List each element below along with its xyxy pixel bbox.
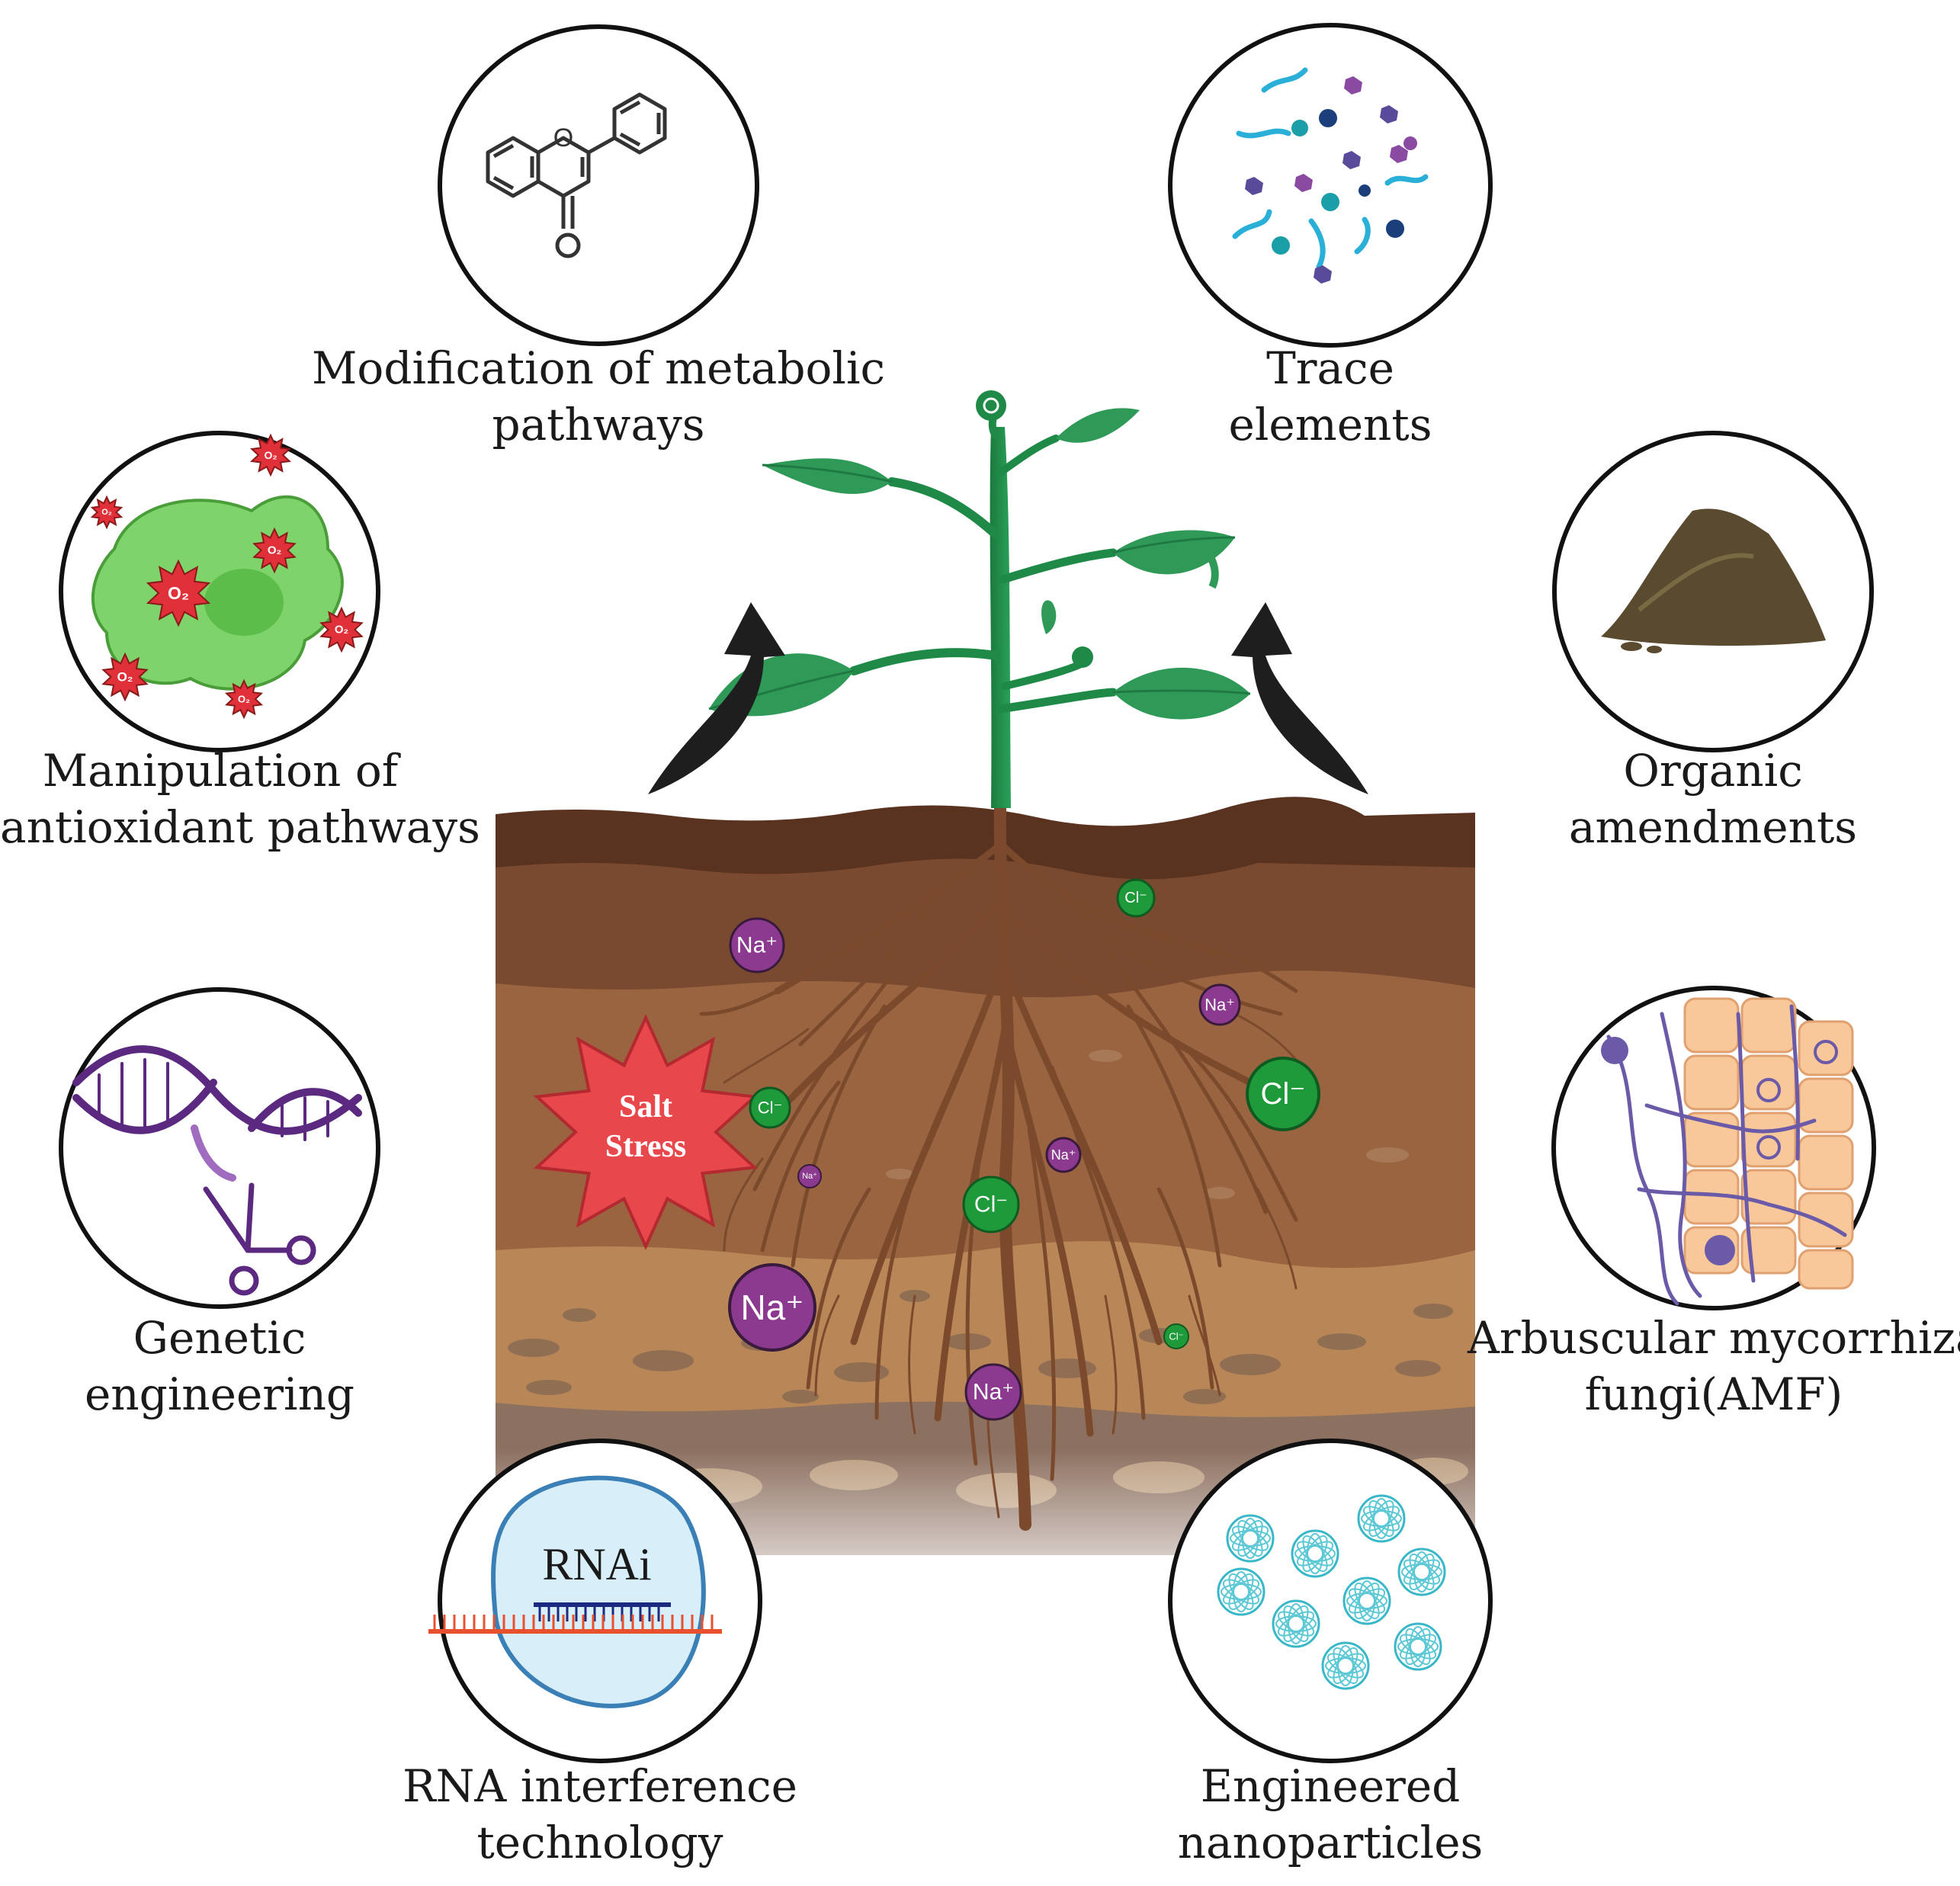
svg-text:Cl⁻: Cl⁻ [1124, 890, 1147, 906]
salt-stress-line2: Stress [605, 1129, 687, 1164]
dna-helix-icon [72, 1045, 362, 1141]
ros-badge-label: O₂ [268, 544, 281, 557]
scissors-icon [203, 1182, 316, 1296]
ros-badge-icon [319, 606, 364, 653]
cl-ion: Cl⁻ [1163, 1323, 1189, 1349]
nanoparticle-icon [1226, 1514, 1275, 1563]
flavone-structure-icon [486, 92, 667, 258]
nanoparticle-clusters-icon [1217, 1494, 1446, 1690]
svg-text:Na⁺: Na⁺ [740, 1288, 804, 1327]
label-trace: Trace elements [1228, 342, 1432, 451]
oxygen-atom-label: O [553, 123, 573, 152]
label-organic: Organic amendments [1568, 745, 1858, 853]
nanoparticle-icon [1394, 1622, 1442, 1671]
svg-text:Na⁺: Na⁺ [1205, 996, 1235, 1015]
trace-element-particles-icon [1232, 67, 1429, 284]
svg-text:Cl⁻: Cl⁻ [974, 1192, 1008, 1217]
svg-text:Na⁺: Na⁺ [802, 1172, 817, 1181]
ions: Na⁺ Na⁺ Na⁺ Na⁺ Na⁺ Na⁺ Cl⁻ Cl⁻ Cl⁻ Cl⁻ … [728, 878, 1320, 1421]
nanoparticle-icon [1217, 1567, 1265, 1616]
cl-ion: Cl⁻ [1246, 1057, 1320, 1131]
label-amf: Arbuscular mycorrhizal fungi(AMF) [1468, 1312, 1960, 1420]
organic-circle [1552, 431, 1874, 752]
ros-badge-icon [250, 433, 291, 477]
na-ion: Na⁺ [964, 1363, 1022, 1421]
ros-badge-label: O₂ [117, 670, 133, 685]
ros-badge-icon [90, 495, 124, 530]
nanoparticle-icon [1357, 1494, 1406, 1543]
label-nano: Engineered nanoparticles [1177, 1760, 1484, 1868]
leaf-mid-right [1113, 530, 1235, 575]
nanoparticle-icon [1291, 1529, 1339, 1578]
antioxidant-circle: O₂ O₂ O₂ O₂ O₂ O₂ O₂ [59, 431, 380, 752]
leaf-upper-right [1056, 408, 1140, 443]
svg-text:Cl⁻: Cl⁻ [758, 1099, 782, 1118]
side-bud [1072, 646, 1093, 668]
nano-circle [1168, 1439, 1493, 1763]
svg-text:Na⁺: Na⁺ [736, 933, 778, 958]
leaf-lower-right [1113, 667, 1250, 720]
rnai-inner-label: RNAi [542, 1539, 651, 1589]
compost-pile-icon [1601, 508, 1826, 646]
label-metabolic: Modification of metabolic pathways [312, 342, 885, 451]
ros-badge-icon [224, 678, 264, 720]
ros-badge-label: O₂ [264, 449, 277, 461]
ros-badge-icon [252, 527, 297, 574]
apical-bud [976, 390, 1006, 421]
salt-stress-line1: Salt [619, 1089, 672, 1124]
cl-ion: Cl⁻ [1116, 878, 1156, 918]
ros-badge-label: O₂ [101, 508, 112, 517]
label-rnai: RNA interference technology [402, 1760, 797, 1868]
root-cells-fungi-icon [1601, 997, 1854, 1306]
ros-badge-label: O₂ [335, 624, 348, 637]
na-ion: Na⁺ [729, 917, 785, 973]
arrow-right [1231, 602, 1368, 794]
metabolic-circle: O [438, 24, 759, 346]
amf-circle [1551, 986, 1876, 1310]
nanoparticle-icon [1272, 1599, 1320, 1648]
arrow-left [648, 602, 785, 794]
svg-text:Cl⁻: Cl⁻ [1169, 1331, 1183, 1342]
nanoparticle-icon [1342, 1576, 1391, 1625]
ros-badge-icon [146, 559, 211, 627]
plant-shoot [708, 390, 1251, 808]
nanoparticle-icon [1321, 1641, 1370, 1690]
sirna-strand-icon [428, 1602, 722, 1634]
ros-badge-label: O₂ [238, 694, 250, 705]
ros-badge-icon [101, 652, 149, 702]
label-antioxidant: Manipulation of antioxidant pathways [0, 745, 480, 853]
na-ion: Na⁺ [797, 1164, 822, 1188]
svg-text:Na⁺: Na⁺ [1051, 1147, 1076, 1163]
na-ion: Na⁺ [728, 1263, 816, 1352]
rnai-circle: RNAi [428, 1439, 762, 1763]
cl-ion: Cl⁻ [749, 1086, 791, 1129]
ros-badge-label: O₂ [168, 583, 189, 603]
na-ion: Na⁺ [1198, 983, 1241, 1026]
genetic-circle [59, 987, 380, 1309]
root-system [699, 802, 1313, 1531]
cl-ion: Cl⁻ [962, 1176, 1020, 1233]
nanoparticle-icon [1397, 1548, 1446, 1596]
svg-text:Cl⁻: Cl⁻ [1261, 1077, 1306, 1111]
na-ion: Na⁺ [1045, 1137, 1082, 1173]
trace-circle [1168, 23, 1493, 348]
label-genetic: Genetic engineering [84, 1312, 355, 1420]
rnai-vesicle-icon [491, 1475, 706, 1708]
salt-stress-star [533, 1014, 759, 1250]
svg-text:Na⁺: Na⁺ [973, 1380, 1014, 1405]
leaf-upper-left [762, 458, 892, 494]
